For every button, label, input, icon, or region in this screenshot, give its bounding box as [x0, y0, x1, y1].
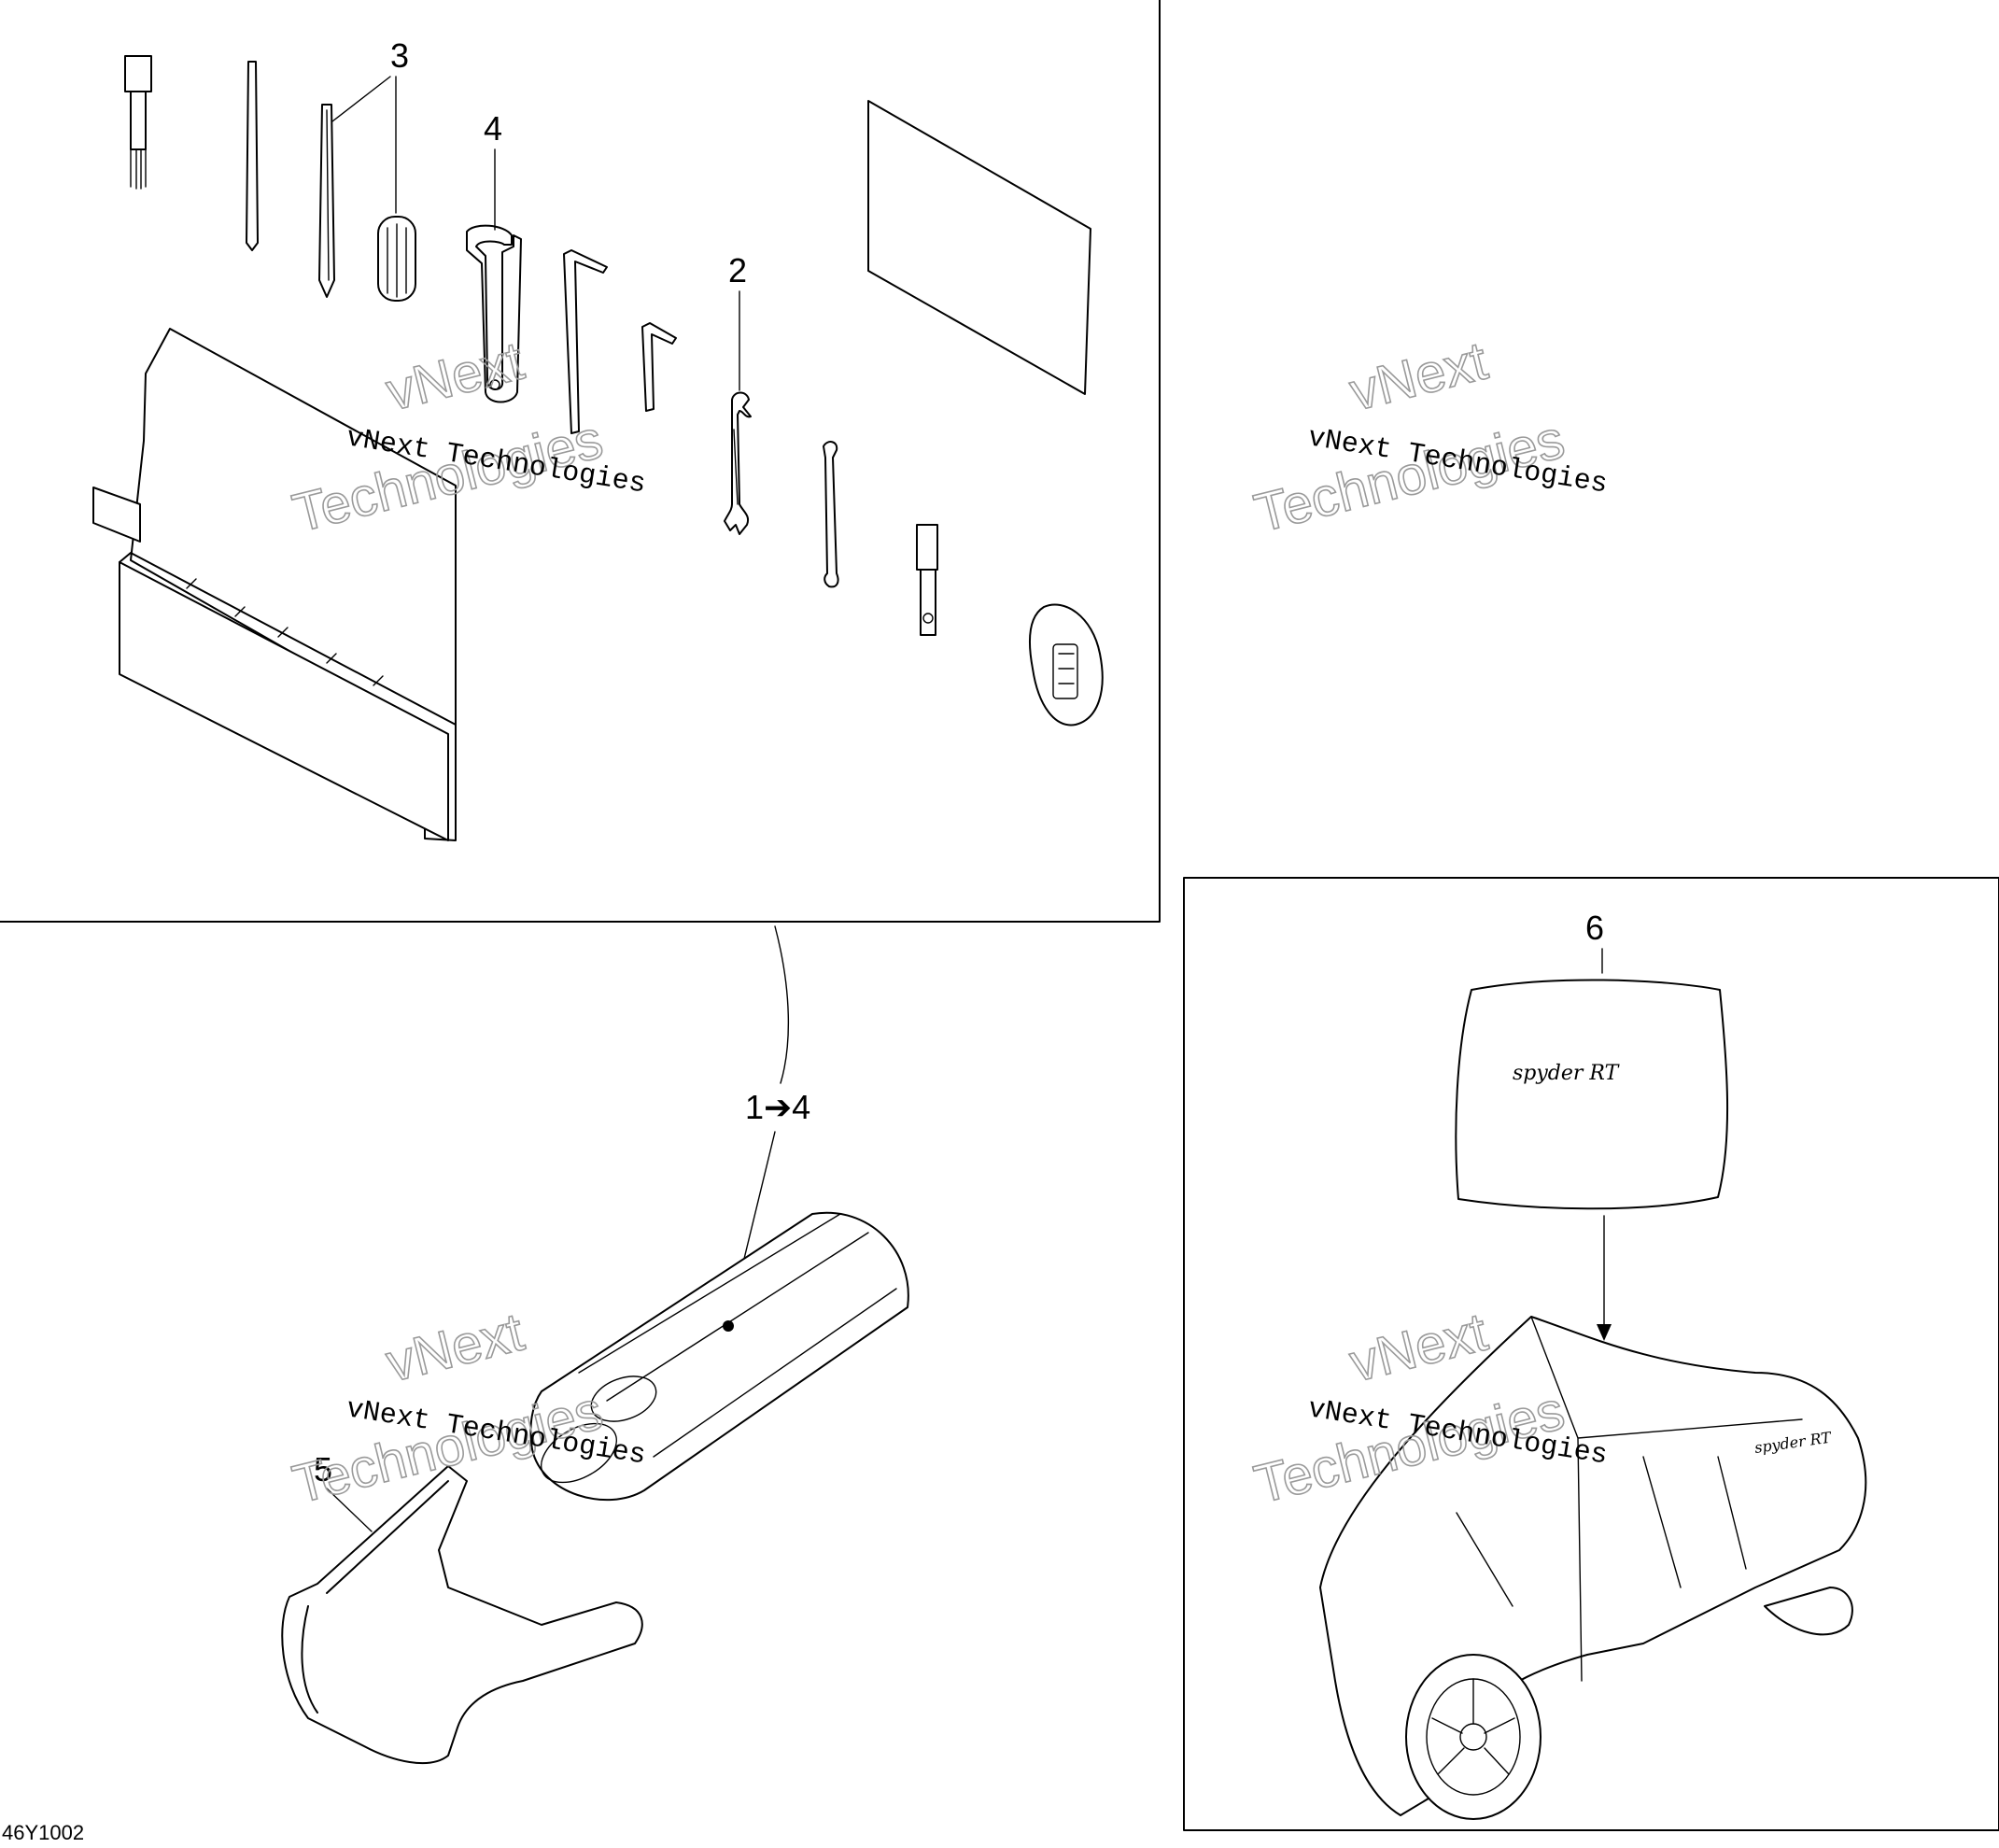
- callout-3-leader: [331, 76, 397, 214]
- svg-text:vNext: vNext: [1344, 331, 1493, 423]
- vehicle-cover-icon: spyder RT: [1319, 1316, 1867, 1820]
- svg-text:vNext: vNext: [380, 1302, 529, 1394]
- callout-1-4: 1➔4: [745, 1088, 810, 1126]
- pin-spanner-icon: [466, 224, 522, 403]
- spark-plug-socket-icon: [916, 524, 938, 636]
- callout-2: 2: [728, 251, 747, 289]
- tool-holder-icon: [92, 328, 457, 841]
- watermark-top-right: vNext Technologies vNext Technologies: [1248, 330, 1610, 545]
- svg-text:vNext: vNext: [380, 331, 529, 423]
- cover-bag-logo: spyder RT: [1513, 1062, 1621, 1085]
- callout-5-leader: [326, 1488, 373, 1532]
- allen-key-icon-2: [641, 322, 677, 412]
- key-fob-icon: [1028, 603, 1104, 727]
- screwdriver-shaft-icon-2: [318, 104, 335, 298]
- allen-key-icon: [563, 249, 608, 434]
- cover-bag-icon: spyder RT: [1455, 979, 1729, 1210]
- callout-5: 5: [314, 1450, 332, 1488]
- pouch-leader-curve: [774, 925, 790, 1084]
- open-end-wrench-icon-2: [823, 441, 839, 588]
- callout-6: 6: [1585, 909, 1604, 947]
- strap-icon: [281, 1465, 643, 1765]
- screwdriver-handle-icon: [377, 216, 416, 302]
- callout-4: 4: [484, 109, 502, 148]
- callout-3: 3: [390, 36, 409, 75]
- diagram-code: 46Y1002: [2, 1821, 84, 1844]
- top-left-panel-frame: [0, 0, 1161, 923]
- tool-bit-icon: [124, 55, 152, 190]
- tool-pouch-icon: [529, 1211, 909, 1502]
- bottom-right-panel-frame: [1183, 877, 1999, 1831]
- booklet-icon: [867, 100, 1091, 395]
- open-end-wrench-icon: [724, 391, 752, 535]
- cover-arrow-head: [1597, 1324, 1612, 1341]
- screwdriver-shaft-icon: [246, 61, 259, 251]
